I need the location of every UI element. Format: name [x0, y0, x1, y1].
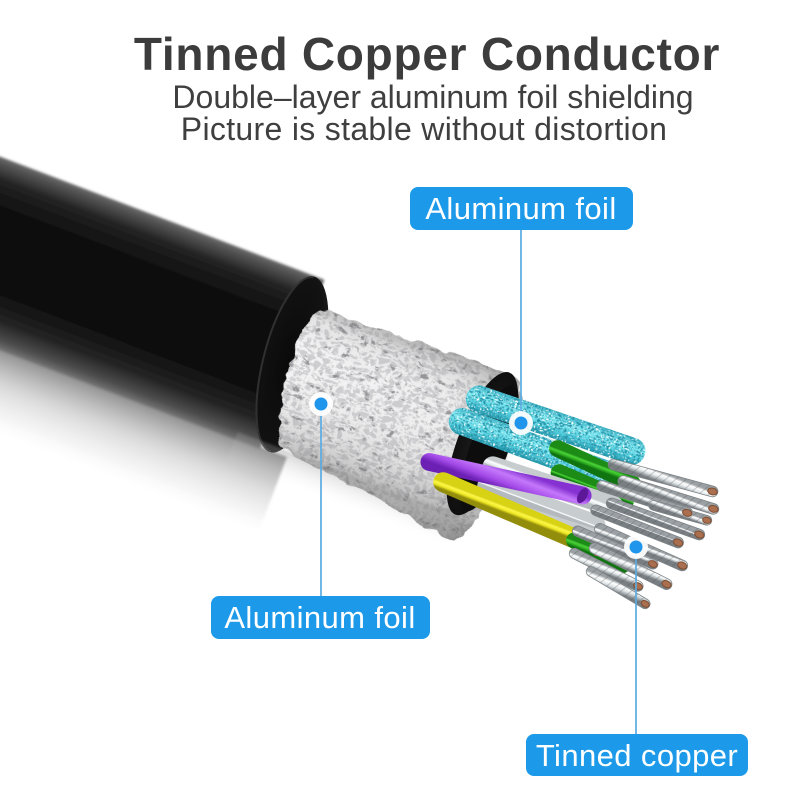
svg-text:Aluminum foil: Aluminum foil [425, 191, 616, 226]
svg-text:Tinned copper: Tinned copper [536, 738, 738, 773]
svg-text:Aluminum foil: Aluminum foil [224, 600, 415, 635]
